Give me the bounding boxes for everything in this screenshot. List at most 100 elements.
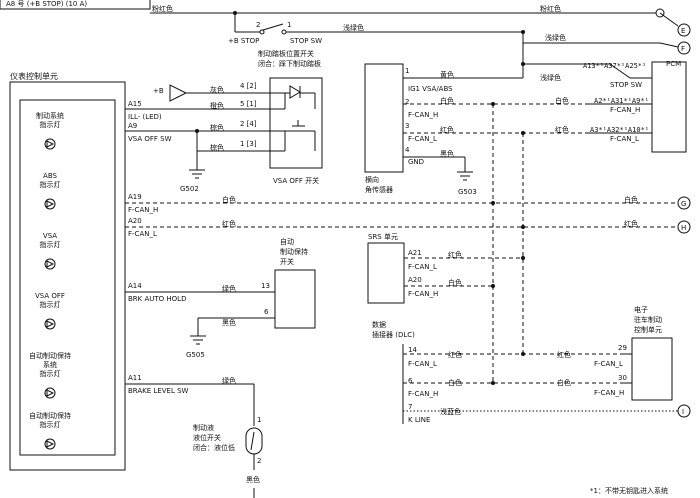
pcm-label: PCM bbox=[666, 60, 681, 68]
svg-text:闭合：踩下制动踏板: 闭合：踩下制动踏板 bbox=[258, 59, 321, 68]
connector-e-label: E bbox=[681, 27, 685, 35]
svg-text:2 [4]: 2 [4] bbox=[240, 120, 257, 128]
svg-text:F-CAN_L: F-CAN_L bbox=[594, 360, 623, 368]
b-plus-label: +B bbox=[153, 87, 164, 95]
svg-text:红色: 红色 bbox=[440, 125, 454, 134]
indicator-diode-icon bbox=[46, 200, 55, 208]
connector-f-label: F bbox=[681, 45, 685, 53]
svg-text:4 [2]: 4 [2] bbox=[240, 82, 257, 90]
svg-text:F-CAN_L: F-CAN_L bbox=[408, 263, 437, 271]
svg-text:棕色: 棕色 bbox=[210, 123, 224, 132]
svg-text:K LINE: K LINE bbox=[408, 416, 430, 424]
indicator-label: 系统 bbox=[43, 360, 57, 369]
indicator-diode-icon bbox=[46, 260, 55, 268]
svg-text:白色: 白色 bbox=[448, 378, 462, 387]
svg-text:A20: A20 bbox=[128, 217, 142, 225]
svg-text:F-CAN_H: F-CAN_H bbox=[408, 390, 438, 398]
svg-text:ILL- (LED): ILL- (LED) bbox=[128, 113, 162, 121]
svg-text:红色: 红色 bbox=[624, 219, 638, 228]
svg-text:3: 3 bbox=[405, 122, 409, 130]
indicator-diode-icon bbox=[46, 389, 55, 397]
svg-text:控制单元: 控制单元 bbox=[634, 325, 662, 334]
svg-text:A15: A15 bbox=[128, 100, 142, 108]
footnote: *1：不带无钥匙进入系统 bbox=[590, 486, 668, 495]
indicator-diode-icon bbox=[46, 320, 55, 328]
svg-text:驻车制动: 驻车制动 bbox=[634, 315, 662, 324]
pcm-pins: A13*¹A37*¹A25*¹ bbox=[583, 62, 646, 70]
svg-text:液位开关: 液位开关 bbox=[193, 433, 221, 442]
indicator-label: 制动系统 bbox=[36, 111, 64, 120]
svg-text:横向: 横向 bbox=[365, 175, 379, 184]
svg-text:F-CAN_H: F-CAN_H bbox=[408, 111, 438, 119]
svg-text:制动液: 制动液 bbox=[193, 423, 214, 432]
stop-sw-label: STOP SW bbox=[290, 37, 322, 45]
indicator-label: VSA OFF bbox=[35, 292, 65, 300]
svg-text:1 [3]: 1 [3] bbox=[240, 140, 257, 148]
led-icon bbox=[289, 85, 301, 99]
svg-text:绿色: 绿色 bbox=[222, 284, 236, 293]
connector-g bbox=[677, 196, 691, 210]
svg-text:黑色: 黑色 bbox=[222, 318, 236, 327]
indicator-label: 指示灯 bbox=[40, 300, 61, 309]
svg-text:A3*¹A32*¹A10*¹: A3*¹A32*¹A10*¹ bbox=[590, 126, 649, 134]
auto-hold-switch-box bbox=[274, 269, 316, 329]
pink-wire-label-right: 粉红色 bbox=[540, 4, 561, 13]
svg-text:自动: 自动 bbox=[280, 237, 294, 246]
stop-sw-contact-left bbox=[259, 29, 265, 35]
svg-text:开关: 开关 bbox=[280, 257, 294, 266]
svg-text:白色: 白色 bbox=[440, 96, 454, 105]
svg-text:VSA OFF SW: VSA OFF SW bbox=[128, 135, 172, 143]
svg-text:F-CAN_L: F-CAN_L bbox=[408, 135, 437, 143]
pcm-stop-sw: STOP SW bbox=[610, 81, 642, 89]
stop-sw-contact-right bbox=[281, 29, 287, 35]
indicator-label: 指示灯 bbox=[40, 120, 61, 129]
svg-text:白色: 白色 bbox=[555, 96, 569, 105]
svg-text:白色: 白色 bbox=[448, 278, 462, 287]
svg-text:红色: 红色 bbox=[448, 250, 462, 259]
svg-text:G503: G503 bbox=[458, 188, 477, 196]
svg-text:F-CAN_H: F-CAN_H bbox=[408, 290, 438, 298]
svg-text:F-CAN_H: F-CAN_H bbox=[610, 106, 640, 114]
svg-text:2: 2 bbox=[405, 98, 409, 106]
svg-text:浅蓝色: 浅蓝色 bbox=[440, 407, 461, 416]
indicator-diode-icon bbox=[46, 440, 55, 448]
svg-text:F-CAN_L: F-CAN_L bbox=[128, 230, 157, 238]
svg-text:白色: 白色 bbox=[557, 378, 571, 387]
srs-title: SRS 单元 bbox=[368, 232, 398, 241]
indicator-label: 自动制动保持 bbox=[29, 411, 71, 420]
svg-text:制动踏板位置开关: 制动踏板位置开关 bbox=[258, 49, 314, 58]
vsa-off-switch-label: VSA OFF 开关 bbox=[273, 176, 319, 185]
svg-text:浅绿色: 浅绿色 bbox=[540, 73, 561, 82]
fuse-label: A8 号 (+B STOP) (10 A) bbox=[6, 0, 87, 8]
indicator-label: ABS bbox=[43, 172, 57, 180]
epb-control-box bbox=[631, 337, 673, 401]
fuse-box bbox=[0, 0, 151, 10]
svg-text:BRAKE LEVEL SW: BRAKE LEVEL SW bbox=[128, 387, 189, 395]
svg-text:角传感器: 角传感器 bbox=[365, 185, 393, 194]
svg-text:制动保持: 制动保持 bbox=[280, 247, 308, 256]
connector-i bbox=[677, 404, 691, 418]
svg-text:A2*¹A31*¹A9*¹: A2*¹A31*¹A9*¹ bbox=[594, 97, 649, 105]
svg-text:2: 2 bbox=[256, 21, 260, 29]
indicator-label: 指示灯 bbox=[40, 240, 61, 249]
svg-text:IG1 VSA/ABS: IG1 VSA/ABS bbox=[408, 85, 453, 93]
svg-text:白色: 白色 bbox=[624, 195, 638, 204]
svg-text:7: 7 bbox=[408, 403, 412, 411]
svg-text:A19: A19 bbox=[128, 193, 142, 201]
svg-text:6: 6 bbox=[408, 377, 413, 385]
indicator-label: 指示灯 bbox=[40, 180, 61, 189]
pink-wire-label: 粉红色 bbox=[152, 4, 173, 13]
svg-text:F-CAN_L: F-CAN_L bbox=[408, 360, 437, 368]
svg-text:6: 6 bbox=[264, 308, 269, 316]
svg-text:黑色: 黑色 bbox=[246, 475, 260, 484]
svg-text:5 [1]: 5 [1] bbox=[240, 100, 257, 108]
svg-text:浅绿色: 浅绿色 bbox=[343, 23, 364, 32]
svg-text:闭合：液位低: 闭合：液位低 bbox=[193, 443, 235, 452]
indicator-label: 指示灯 bbox=[40, 369, 61, 378]
svg-text:A21: A21 bbox=[408, 249, 422, 257]
indicator-label: VSA bbox=[43, 232, 57, 240]
svg-text:29: 29 bbox=[618, 344, 627, 352]
